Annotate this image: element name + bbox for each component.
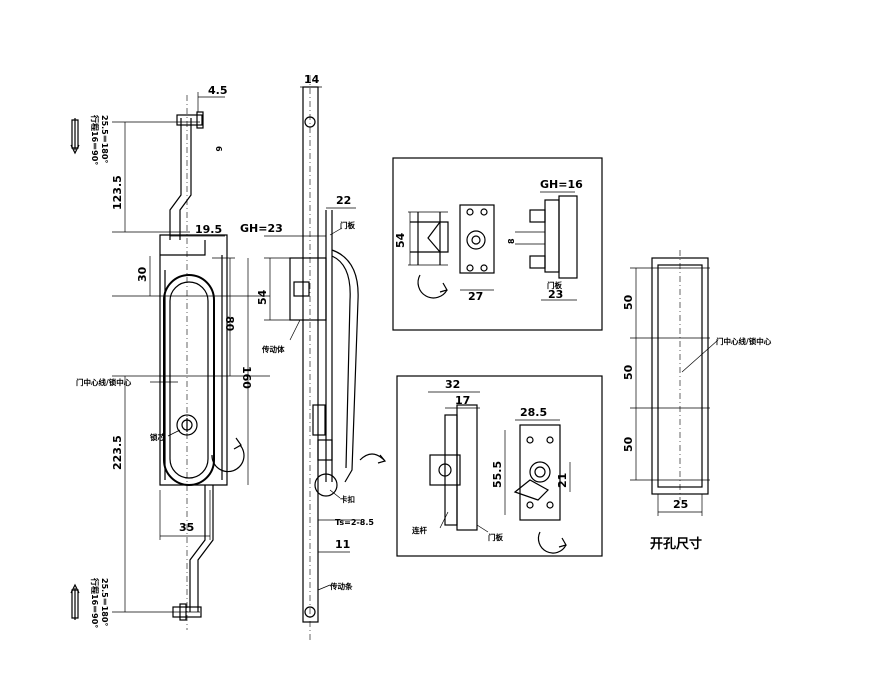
dim-17: 17 [455,394,470,407]
dim-123-5: 123.5 [111,175,124,210]
stroke-label-top-2: 25.5＝180° [100,115,109,163]
dim-55-5: 55.5 [491,461,504,488]
dim-223-5: 223.5 [111,435,124,470]
cutout-view: 50 50 50 25 门中心线/锁中心 开孔尺寸 [622,250,772,552]
dim-22: 22 [336,194,351,207]
stroke-label-bottom-2: 25.5＝180° [100,578,109,626]
cutout-dim-50-c: 50 [622,436,635,452]
dim-14: 14 [304,73,320,86]
dim-32: 32 [445,378,460,391]
dim-54-top: 54 [394,232,407,248]
side-view: 14 22 GH=23 54 门板 传动体 卡扣 Ts=2-8. [240,73,387,640]
dim-19-5: 19.5 [195,223,222,236]
dim-27: 27 [468,290,483,303]
dim-8: 8 [507,238,516,244]
cutout-dim-50-a: 50 [622,294,635,310]
door-panel-label-br: 门板 [488,532,503,542]
door-panel-label: 门板 [340,220,355,230]
lock-core-label: 锁芯 [150,432,165,442]
cutout-dim-50-b: 50 [622,364,635,380]
stroke-label-top: 行程16＝90° [90,114,100,165]
dim-160: 160 [240,366,253,389]
dim-35: 35 [179,521,194,534]
door-center-label: 门中心线/锁中心 [76,377,132,387]
lever-label: 连杆 [412,525,427,535]
dim-30: 30 [136,266,149,282]
ts-label: Ts=2-8.5 [335,518,374,527]
gh-16-label: GH=16 [540,178,583,191]
clamp-label: 卡扣 [340,494,355,504]
dim-54-side: 54 [256,289,269,305]
front-view: 4.5 6 123.5 19.5 30 80 160 223.5 35 行程16… [70,84,270,630]
dim-11: 11 [335,538,350,551]
drive-bar-label: 传动条 [329,581,353,591]
dim-21: 21 [556,473,569,488]
detail-box-top: 54 27 GH=16 8 23 门板 [392,157,603,331]
cutout-center-label: 门中心线/锁中心 [716,336,772,346]
gh-23-label: GH=23 [240,222,283,235]
cutout-dim-25: 25 [673,498,688,511]
cutout-title: 开孔尺寸 [650,536,702,552]
dim-6: 6 [214,146,223,152]
stroke-label-bottom: 行程16＝90° [90,577,100,628]
dim-4-5: 4.5 [208,84,228,97]
door-panel-label-tr: 门板 [547,280,562,290]
drive-body-label: 传动体 [261,344,285,354]
dim-28-5: 28.5 [520,406,547,419]
dim-23: 23 [548,288,563,301]
detail-box-bottom: 32 17 连杆 门板 28.5 55.5 21 [396,375,603,557]
dim-80: 80 [223,316,236,332]
